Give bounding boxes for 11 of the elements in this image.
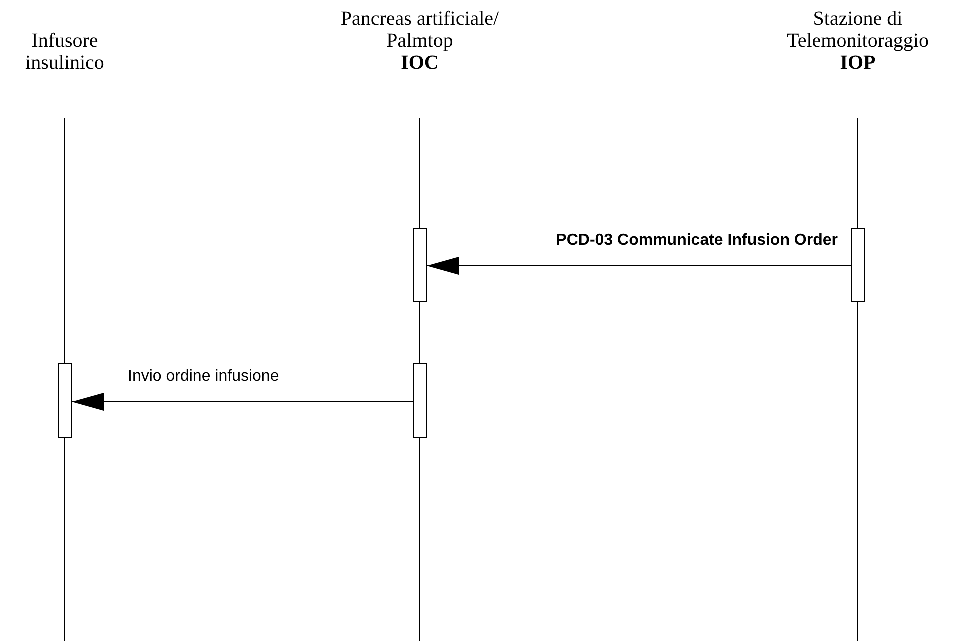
participant-code: IOP (839, 52, 877, 74)
participant-name: Stazione di Telemonitoraggio (786, 8, 930, 52)
participant-name: Infusore insulinico (24, 30, 106, 74)
activation-bar (58, 363, 72, 438)
message-arrow (72, 393, 414, 411)
activation-bar (413, 363, 427, 438)
participant-name: Pancreas artificiale/ Palmtop (340, 8, 500, 52)
activation-bar (851, 228, 865, 302)
activation-bar (413, 228, 427, 302)
message-arrow (426, 257, 852, 275)
participant-code: IOC (400, 52, 440, 74)
